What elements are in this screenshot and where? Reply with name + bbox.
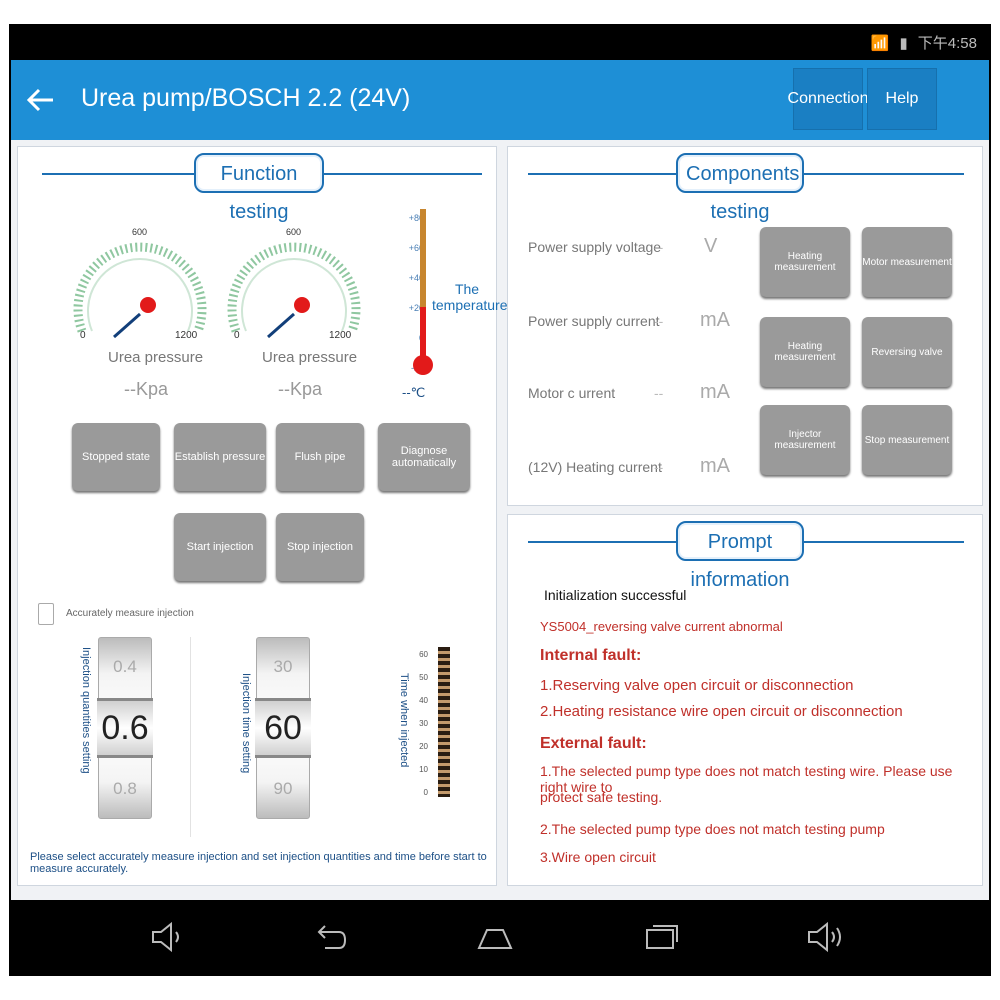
injection-quantities-label: Injection quantities setting [80,647,92,774]
power-supply-voltage-value: -- [654,239,664,255]
external-fault-1b: protect safe testing. [540,789,663,805]
injection-time-label: Injection time setting [240,673,252,774]
page-title: Urea pump/BOSCH 2.2 (24V) [81,84,411,112]
pressure-gauge-1: 0 1200 600 [73,227,207,339]
heating-current-unit: mA [700,455,730,477]
establish-pressure-button[interactable]: Establish pressure [174,423,266,491]
footer-hint: Please select accurately measure injecti… [30,851,487,875]
android-nav-bar [9,900,991,976]
external-fault-2: 2.The selected pump type does not match … [540,821,885,837]
injector-measurement-button[interactable]: Injector measurement [760,405,850,475]
temperature-value: -- [402,385,411,400]
motor-current-label: Motor c urrent [528,385,616,401]
gauge2-label: Urea pressure [262,349,358,366]
roller2-prev: 30 [273,657,293,676]
thermometer-tube [420,209,426,369]
function-testing-panel: Function testing 0 1200 600 Urea pressur… [17,146,507,886]
prompt-information-title: Prompt information [676,521,804,591]
start-injection-button[interactable]: Start injection [174,513,266,581]
connection-button[interactable]: Connection [788,68,868,130]
stopped-state-button[interactable]: Stopped state [72,423,160,491]
gauge1-min: 0 [80,330,86,339]
flush-pipe-button[interactable]: Flush pipe [276,423,364,491]
gauge2-value: -- [278,379,290,399]
stop-injection-button[interactable]: Stop injection [276,513,364,581]
gauge2-unit: Kpa [290,379,323,399]
pressure-gauge-2: 0 1200 600 [227,227,361,339]
external-fault-1a: 1.The selected pump type does not match … [540,763,953,795]
stop-measurement-button[interactable]: Stop measurement [862,405,952,475]
temperature-unit: ℃ [410,385,426,400]
device-frame: 📶 ▮ 下午4:58 Urea pump/BOSCH 2.2 (24V) Con… [9,24,991,976]
reversing-valve-button[interactable]: Reversing valve [862,317,952,387]
internal-fault-2: 2.Heating resistance wire open circuit o… [540,703,903,720]
gauge1-max: 1200 [175,330,198,339]
roller1-value: 0.6 [97,698,153,758]
gauge2-mid: 600 [286,227,301,237]
motor-current-value: -- [654,385,664,401]
gauge1-reading: --Kpa [124,379,168,400]
components-testing-panel: Components testing Power supply voltage … [507,146,983,506]
prompt-information-panel: Prompt information Initialization succes… [507,514,983,886]
gauge1-value: -- [124,379,136,399]
function-testing-title: Function testing [194,153,324,223]
thermometer-bulb [413,355,433,375]
recent-apps-icon[interactable] [641,920,681,954]
injection-time-roller[interactable]: 30 60 90 [255,637,311,819]
battery-icon: ▮ [899,34,908,52]
motor-current-unit: mA [700,381,730,403]
main-content: Function testing 0 1200 600 Urea pressur… [11,140,989,900]
roller1-prev: 0.4 [113,657,137,676]
external-fault-title: External fault: [540,735,647,752]
back-icon[interactable] [311,920,351,954]
temperature-label: The temperature [432,281,508,313]
heating-measurement-button-2[interactable]: Heating measurement [760,317,850,387]
divider [190,637,191,837]
init-message: Initialization successful [544,587,687,603]
volume-up-icon[interactable] [805,920,849,954]
components-testing-title: Components testing [676,153,804,223]
time-progress-bar [438,647,450,797]
external-fault-3: 3.Wire open circuit [540,849,656,865]
gauge2-reading: --Kpa [278,379,322,400]
home-icon[interactable] [475,920,515,954]
roller2-next: 90 [273,779,293,798]
motor-measurement-button[interactable]: Motor measurement [862,227,952,297]
gauge1-mid: 600 [132,227,147,237]
help-button[interactable]: Help [867,68,937,130]
power-supply-current-unit: mA [700,309,730,331]
wifi-icon: 📶 [870,34,890,52]
thermometer-mercury [420,307,426,367]
time-injected-label: Time when injected [398,673,410,768]
status-time: 下午4:58 [917,35,977,52]
gauge2-min: 0 [234,330,240,339]
heating-measurement-button-1[interactable]: Heating measurement [760,227,850,297]
power-supply-voltage-label: Power supply voltage [528,239,662,255]
accurate-measure-checkbox[interactable] [38,603,54,625]
diagnose-automatically-button[interactable]: Diagnose automatically [378,423,470,491]
gauge1-unit: Kpa [136,379,169,399]
internal-fault-1: 1.Reserving valve open circuit or discon… [540,677,854,694]
fault-code: YS5004_reversing valve current abnormal [540,619,783,634]
back-arrow-icon[interactable] [23,82,59,118]
title-bar: Urea pump/BOSCH 2.2 (24V) Connection Hel… [11,60,989,140]
heating-current-value: -- [654,459,664,475]
volume-down-icon[interactable] [147,920,187,954]
roller2-value: 60 [255,698,311,758]
injection-quantities-roller[interactable]: 0.4 0.6 0.8 [97,637,153,819]
power-supply-current-label: Power supply current [528,313,660,329]
gauge1-label: Urea pressure [108,349,204,366]
power-supply-current-value: -- [654,313,664,329]
gauge2-max: 1200 [329,330,352,339]
temperature-reading: --℃ [402,385,425,401]
status-bar: 📶 ▮ 下午4:58 [9,24,991,60]
roller1-next: 0.8 [113,779,137,798]
accurate-measure-label: Accurately measure injection [66,608,194,619]
time-ticks: 60 50 40 30 20 10 0 [419,650,428,797]
heating-current-label: (12V) Heating current [528,459,662,475]
power-supply-voltage-unit: V [704,235,718,257]
internal-fault-title: Internal fault: [540,647,642,664]
